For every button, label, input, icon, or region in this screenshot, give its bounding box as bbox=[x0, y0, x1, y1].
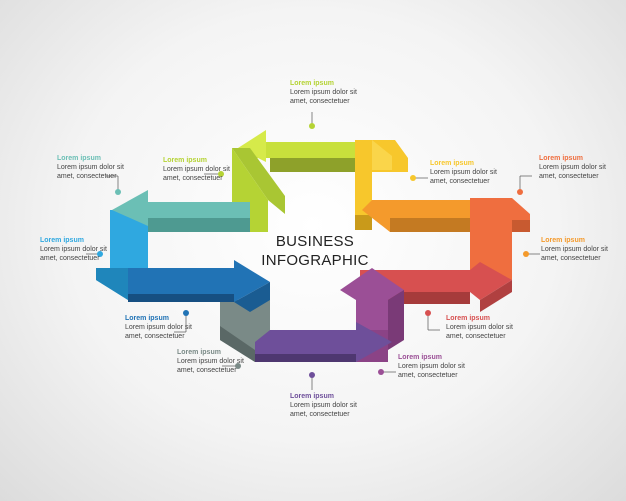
arrow-teal bbox=[112, 190, 250, 232]
arrow-coral bbox=[470, 198, 530, 280]
step-title: Lorem ipsum bbox=[430, 160, 474, 167]
arrow-yellow bbox=[355, 140, 408, 230]
step-title: Lorem ipsum bbox=[290, 80, 334, 87]
step-desc: Lorem ipsum dolor sit amet, consectetuer bbox=[40, 246, 107, 262]
title-line-2: INFOGRAPHIC bbox=[261, 252, 369, 269]
step-label-lower-right: Lorem ipsum Lorem ipsum dolor sit amet, … bbox=[446, 314, 526, 341]
step-label-bottom-left: Lorem ipsum Lorem ipsum dolor sit amet, … bbox=[177, 348, 257, 375]
step-title: Lorem ipsum bbox=[40, 237, 84, 244]
step-title: Lorem ipsum bbox=[541, 237, 585, 244]
step-title: Lorem ipsum bbox=[398, 354, 442, 361]
step-title: Lorem ipsum bbox=[125, 315, 169, 322]
arrow-gray bbox=[220, 300, 270, 362]
step-desc: Lorem ipsum dolor sit amet, consectetuer bbox=[290, 402, 357, 418]
title-line-1: BUSINESS bbox=[275, 233, 355, 250]
arrow-blue bbox=[128, 260, 270, 312]
step-label-bottom-center: Lorem ipsum Lorem ipsum dolor sit amet, … bbox=[290, 392, 370, 419]
step-desc: Lorem ipsum dolor sit amet, consectetuer bbox=[163, 166, 230, 182]
arrow-lime-top bbox=[232, 130, 355, 232]
step-title: Lorem ipsum bbox=[446, 315, 490, 322]
arrow-orange bbox=[362, 200, 470, 232]
step-label-upper-mid-left: Lorem ipsum Lorem ipsum dolor sit amet, … bbox=[163, 156, 243, 183]
step-label-mid-right: Lorem ipsum Lorem ipsum dolor sit amet, … bbox=[541, 236, 621, 263]
arrow-violet bbox=[255, 322, 392, 362]
step-title: Lorem ipsum bbox=[290, 393, 334, 400]
connector-dots bbox=[97, 123, 529, 378]
step-desc: Lorem ipsum dolor sit amet, consectetuer bbox=[541, 246, 608, 262]
step-label-upper-mid-right: Lorem ipsum Lorem ipsum dolor sit amet, … bbox=[430, 159, 510, 186]
step-title: Lorem ipsum bbox=[57, 155, 101, 162]
step-desc: Lorem ipsum dolor sit amet, consectetuer bbox=[290, 89, 357, 105]
step-desc: Lorem ipsum dolor sit amet, consectetuer bbox=[398, 363, 465, 379]
step-desc: Lorem ipsum dolor sit amet, consectetuer bbox=[539, 164, 606, 180]
step-desc: Lorem ipsum dolor sit amet, consectetuer bbox=[430, 169, 497, 185]
step-desc: Lorem ipsum dolor sit amet, consectetuer bbox=[125, 324, 192, 340]
step-label-mid-left: Lorem ipsum Lorem ipsum dolor sit amet, … bbox=[40, 236, 120, 263]
step-desc: Lorem ipsum dolor sit amet, consectetuer bbox=[446, 324, 513, 340]
step-desc: Lorem ipsum dolor sit amet, consectetuer bbox=[177, 358, 244, 374]
diagram-title: BUSINESS INFOGRAPHIC bbox=[255, 232, 375, 270]
step-label-lower-left: Lorem ipsum Lorem ipsum dolor sit amet, … bbox=[125, 314, 205, 341]
step-label-upper-left: Lorem ipsum Lorem ipsum dolor sit amet, … bbox=[57, 154, 137, 181]
step-title: Lorem ipsum bbox=[539, 155, 583, 162]
step-label-top-center: Lorem ipsum Lorem ipsum dolor sit amet, … bbox=[290, 79, 370, 106]
connector-lines bbox=[86, 112, 540, 390]
arrow-sky bbox=[96, 210, 148, 300]
step-label-bottom-mid-right: Lorem ipsum Lorem ipsum dolor sit amet, … bbox=[398, 353, 478, 380]
step-title: Lorem ipsum bbox=[163, 157, 207, 164]
step-title: Lorem ipsum bbox=[177, 349, 221, 356]
step-label-upper-right: Lorem ipsum Lorem ipsum dolor sit amet, … bbox=[539, 154, 619, 181]
step-desc: Lorem ipsum dolor sit amet, consectetuer bbox=[57, 164, 124, 180]
